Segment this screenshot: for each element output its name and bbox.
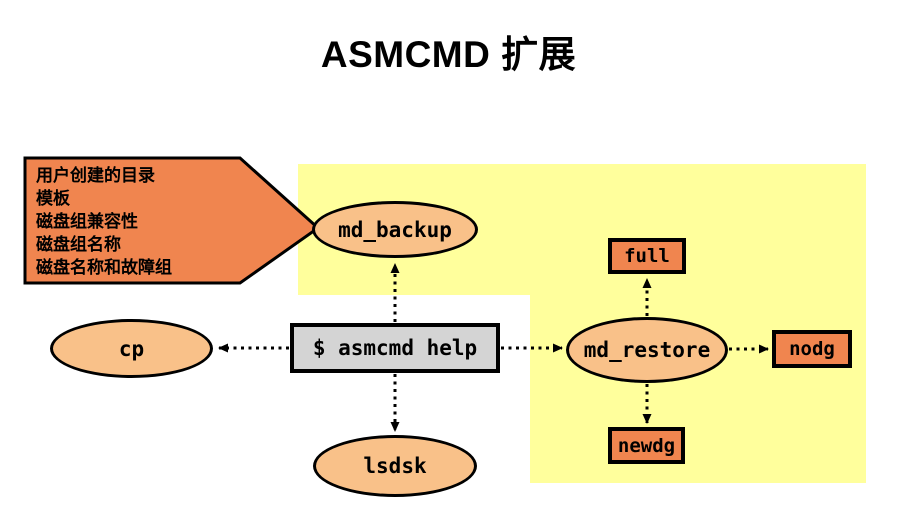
tag-newdg: newdg — [608, 427, 685, 464]
tag-nodg: nodg — [772, 330, 852, 368]
node-md-backup: md_backup — [312, 201, 478, 258]
node-md-restore: md_restore — [566, 317, 728, 383]
tag-full: full — [608, 238, 686, 274]
callout-line: 磁盘组兼容性 — [36, 212, 138, 231]
node-cp: cp — [50, 319, 213, 378]
callout-annotation: 用户创建的目录 模板 磁盘组兼容性 磁盘组名称 磁盘名称和故障组 — [36, 164, 251, 279]
command-box-asmcmd-help: $ asmcmd help — [290, 323, 500, 373]
callout-line: 磁盘名称和故障组 — [36, 258, 172, 277]
callout-line: 用户创建的目录 — [36, 166, 155, 185]
slide-title: ASMCMD 扩展 — [320, 34, 577, 75]
callout-line: 模板 — [36, 189, 70, 208]
callout-line: 磁盘组名称 — [36, 235, 121, 254]
highlight-region-right — [530, 295, 866, 483]
node-lsdsk: lsdsk — [313, 435, 477, 497]
